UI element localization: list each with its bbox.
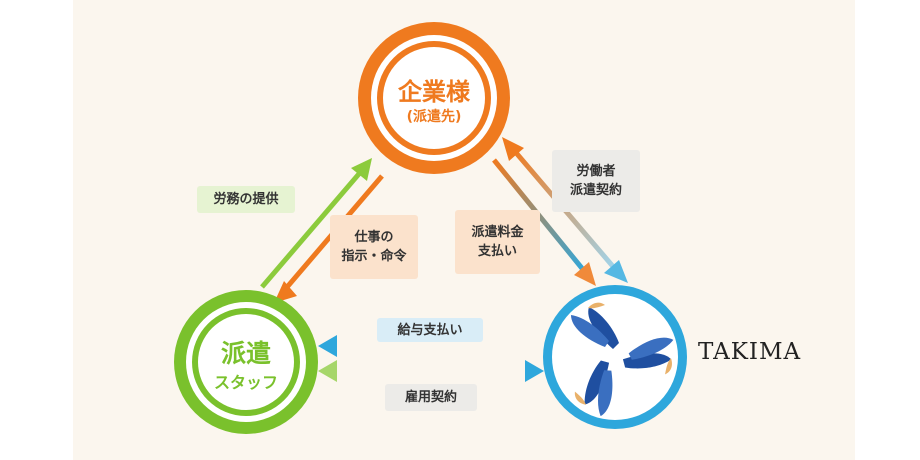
label-employment-contract: 雇用契約 (385, 384, 477, 411)
label-dispatch-fee: 派遣料金 支払い (455, 210, 540, 274)
label-dispatch-contract-line1: 労働者 (576, 164, 616, 179)
arrow-salary-payment (318, 335, 540, 357)
client-node (358, 22, 510, 174)
label-work-instructions-line2: 指示・命令 (341, 249, 407, 264)
staff-node (174, 290, 318, 434)
label-labor-provision: 労務の提供 (197, 186, 295, 213)
label-dispatch-contract: 労働者 派遣契約 (552, 150, 640, 212)
arrow-labor-provision (260, 158, 372, 289)
label-salary-payment: 給与支払い (377, 318, 483, 342)
label-work-instructions: 仕事の 指示・命令 (330, 215, 418, 279)
label-dispatch-fee-line1: 派遣料金 (471, 225, 524, 240)
label-work-instructions-line1: 仕事の (354, 230, 394, 245)
client-subtitle: (派遣先) (406, 109, 462, 125)
takima-logo-icon (571, 302, 674, 417)
label-dispatch-contract-line2: 派遣契約 (569, 183, 622, 198)
client-title: 企業様 (398, 78, 470, 106)
agency-name: TAKIMA (698, 339, 802, 365)
staff-title: 派遣 (220, 339, 271, 368)
staff-subtitle: スタッフ (213, 373, 278, 392)
label-dispatch-fee-line2: 支払い (477, 244, 517, 259)
arrow-employment-contract (318, 360, 544, 382)
